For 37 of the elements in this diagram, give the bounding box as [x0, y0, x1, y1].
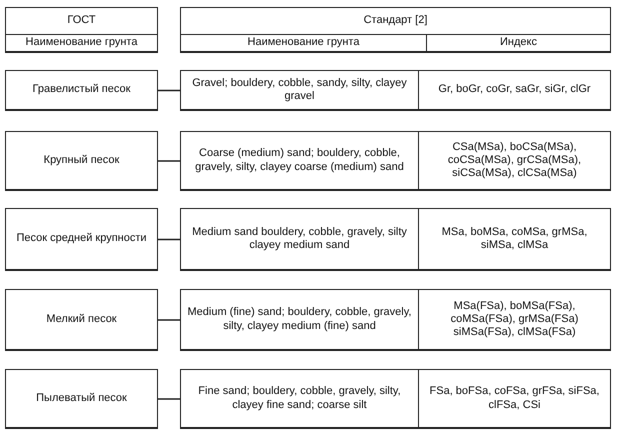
soil-index-cell: MSa, boMSa, coMSa, grMSa, siMSa, clMSa — [418, 209, 610, 269]
soil-name-cell-text: Fine sand; bouldery, cobble, gravely, silty, clayey fine sand; coarse silt — [197, 384, 402, 412]
table-box — [180, 369, 611, 429]
connector-line — [158, 90, 180, 92]
soil-name: Песок средней крупности — [15, 231, 148, 246]
soil-name: Крупный песок — [42, 152, 120, 168]
column-heading: ГОСТ — [66, 13, 97, 28]
table-box — [5, 289, 158, 351]
connector-line — [158, 160, 180, 162]
column-heading: Индекс — [426, 34, 610, 51]
table-box — [180, 208, 611, 271]
soil-name-cell-text: Medium (fine) sand; bouldery, cobble, gravely, silty, clayey medium (fine) sand — [186, 305, 412, 334]
connector-line — [158, 398, 180, 400]
connector-line — [158, 319, 180, 321]
soil-index-cell: MSa(FSa), boMSa(FSa), coMSa(FSa), grMSa(FSa) siMSa(FSa), clMSa(FSa) — [418, 290, 610, 349]
table-box — [5, 70, 158, 111]
soil-name-cell-text: Medium sand bouldery, cobble, gravely, silty clayey medium sand — [191, 224, 408, 253]
soil-name: Гравелистый песок — [32, 82, 132, 98]
soil-index-cell: Gr, boGr, coGr, saGr, siGr, clGr — [418, 71, 610, 109]
column-heading: Стандарт [2] — [362, 13, 428, 28]
soil-name: Мелкий песок — [45, 312, 118, 327]
table-box — [180, 131, 611, 191]
column-heading: Наименование грунта — [246, 35, 360, 50]
table-box — [180, 70, 611, 111]
table-box — [5, 369, 158, 429]
soil-index-cell: FSa, boFSa, coFSa, grFSa, siFSa, clFSa, CSi — [418, 370, 610, 427]
table-box — [5, 7, 158, 53]
table-box — [180, 7, 611, 53]
table-box — [5, 208, 158, 271]
soil-name: Пылеватый песок — [35, 390, 128, 406]
connector-line — [158, 238, 180, 240]
soil-name-cell-text: Gravel; bouldery, cobble, sandy, silty, clayey gravel — [191, 76, 408, 104]
table-box — [180, 289, 611, 351]
table-box — [5, 131, 158, 191]
soil-index-cell: CSa(MSa), boCSa(MSa), coCSa(MSa), grCSa(MSa), siCSa(MSa), clCSa(MSa) — [418, 132, 610, 189]
soil-name-cell-text: Coarse (medium) sand; bouldery, cobble, gravely, silty, clayey coarse (medium) sand — [194, 146, 405, 174]
column-heading: Наименование грунта — [6, 34, 157, 51]
